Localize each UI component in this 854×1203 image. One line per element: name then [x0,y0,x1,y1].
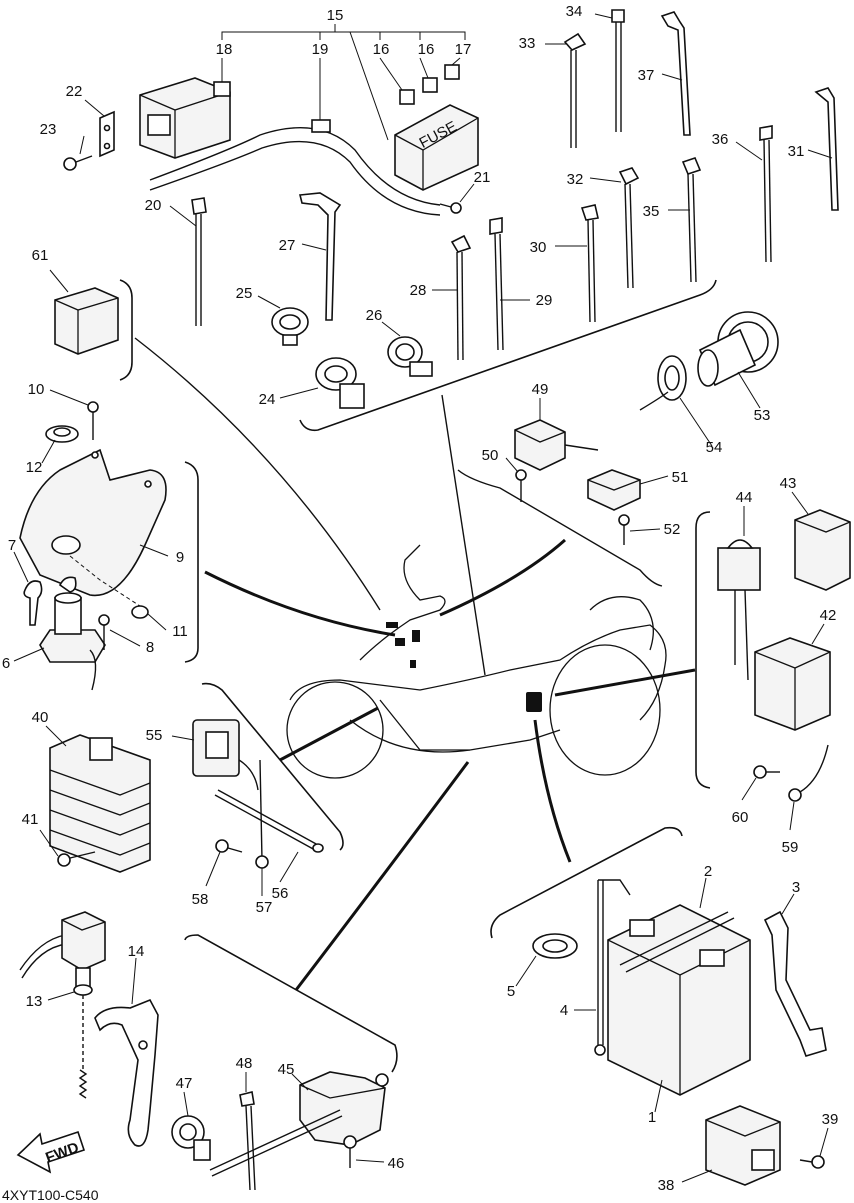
callout-61: 61 [32,247,49,264]
callout-44: 44 [736,489,753,506]
callout-20: 20 [145,197,162,214]
battery-group [515,877,827,1113]
callout-57: 57 [256,899,273,916]
sensor-socket-group [505,311,779,545]
callout-11: 11 [172,623,188,640]
callout-55: 55 [146,727,163,744]
callout-32: 32 [567,171,584,188]
callout-5: 5 [507,983,515,1000]
callout-2: 2 [704,863,712,880]
callout-13: 13 [26,993,43,1010]
callout-21: 21 [474,169,491,186]
callout-29: 29 [536,292,553,309]
callout-17: 17 [455,41,472,58]
callout-51: 51 [672,469,689,486]
callout-35: 35 [643,203,660,220]
callout-52: 52 [664,521,681,538]
callout-33: 33 [519,35,536,52]
callout-12: 12 [26,459,43,476]
callout-30: 30 [530,239,547,256]
callout-34: 34 [566,3,583,20]
callout-36: 36 [712,131,729,148]
sensor-55-group [171,719,324,896]
callout-27: 27 [279,237,296,254]
callout-24: 24 [259,391,276,408]
callout-50: 50 [482,447,499,464]
callout-23: 23 [40,121,57,138]
callout-19: 19 [312,41,329,58]
right-relays-group [717,491,851,831]
callout-3: 3 [792,879,800,896]
callout-16b: 16 [418,41,435,58]
callout-31: 31 [788,143,805,160]
callout-37: 37 [638,67,655,84]
fuse-box-group: FUSE [63,24,479,216]
callout-53: 53 [754,407,771,424]
callout-10: 10 [28,381,45,398]
callout-54: 54 [706,439,723,456]
cable-ties-group [169,9,839,432]
callout-45: 45 [278,1061,295,1078]
callout-numbers: 1 2 3 4 5 6 7 8 9 10 11 12 13 14 15 16 1… [2,3,839,1194]
fwd-arrow: FWD [16,1130,86,1174]
callout-25: 25 [236,285,253,302]
callout-49: 49 [532,381,549,398]
callout-46: 46 [388,1155,405,1172]
relay-38-group [681,1105,829,1186]
callout-40: 40 [32,709,49,726]
callout-41: 41 [22,811,39,828]
callout-48: 48 [236,1055,253,1072]
switch-13-group [19,911,159,1147]
callout-42: 42 [820,607,837,624]
main-switch-group [13,389,199,691]
callout-4: 4 [560,1002,568,1019]
assembly-leader-lines [134,337,711,1073]
callout-28: 28 [410,282,427,299]
motorcycle-outline [286,544,667,779]
callout-18: 18 [216,41,233,58]
callout-8: 8 [146,639,154,656]
callout-14: 14 [128,943,145,960]
callout-1: 1 [648,1109,656,1126]
rectifier-group [39,725,151,873]
callout-59: 59 [782,839,799,856]
callout-16a: 16 [373,41,390,58]
callout-58: 58 [192,891,209,908]
callout-6: 6 [2,655,10,672]
callout-47: 47 [176,1075,193,1092]
drawing-code: 4XYT100-C540 [2,1187,99,1203]
callout-15: 15 [327,7,344,24]
callout-39: 39 [822,1111,839,1128]
callout-56: 56 [272,885,289,902]
callout-60: 60 [732,809,749,826]
callout-7: 7 [8,537,16,554]
callout-9: 9 [176,549,184,566]
relay-61 [49,269,133,381]
callout-26: 26 [366,307,383,324]
callout-22: 22 [66,83,83,100]
callout-38: 38 [658,1177,675,1194]
callout-43: 43 [780,475,797,492]
sensor-45-group [171,1071,389,1191]
